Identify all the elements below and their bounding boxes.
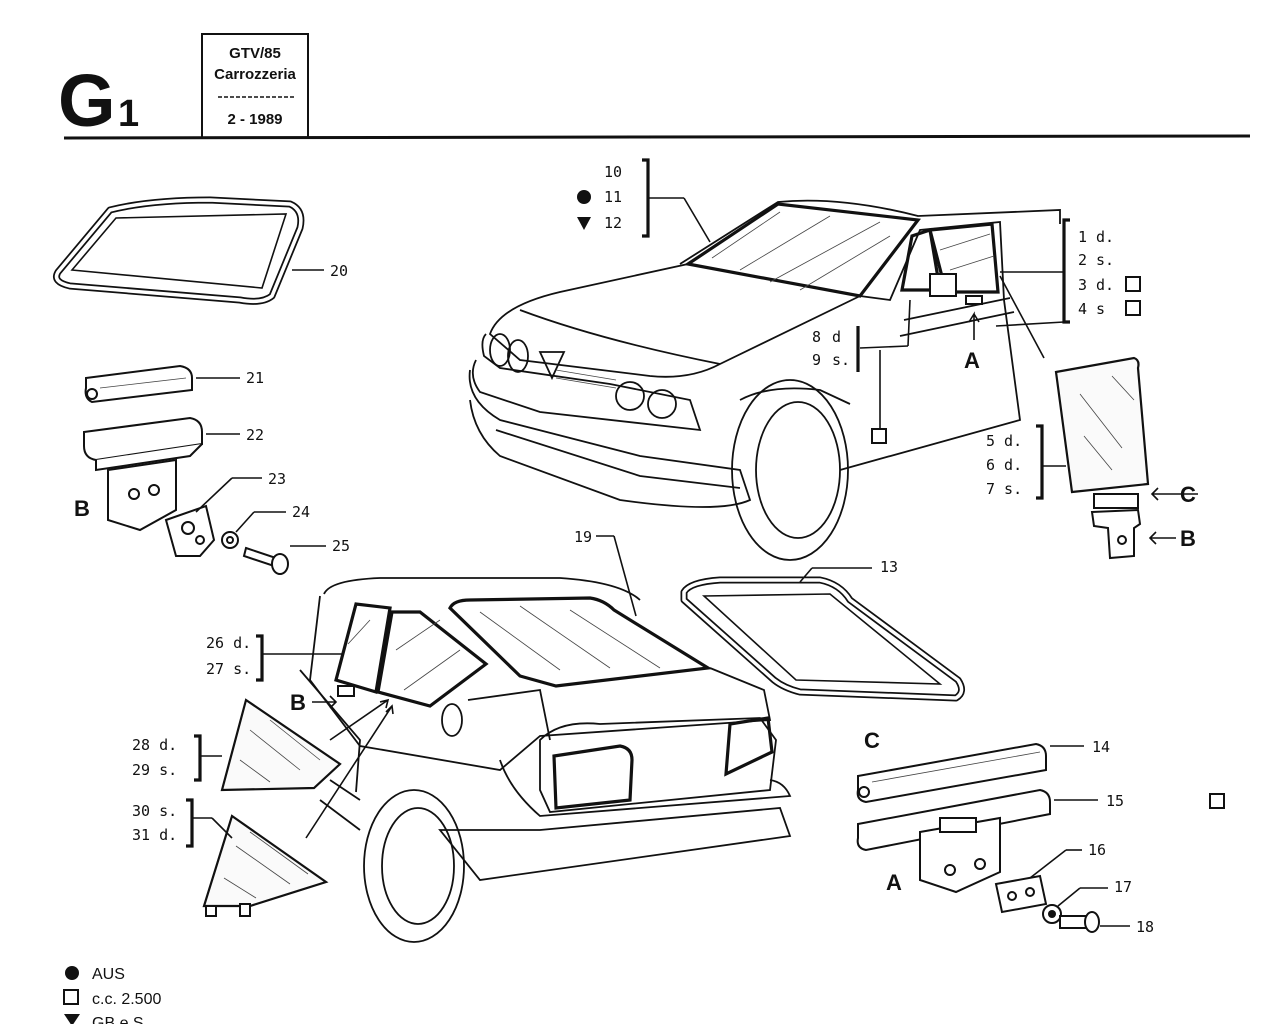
callout-26: 26 d. — [206, 634, 251, 652]
legend: AUS c.c. 2.500 GB e S — [63, 966, 161, 1024]
windscreen-seal-20: 20 — [53, 196, 348, 305]
ref-b-left: B — [74, 496, 90, 521]
callout-1-side: d. — [1096, 228, 1114, 246]
callout-28: 28 d. — [132, 736, 177, 754]
callout-16: 16 — [1088, 841, 1106, 859]
callout-9-side: s. — [832, 351, 850, 369]
cc-marker-8 — [871, 428, 887, 444]
callout-2-side: s. — [1096, 251, 1114, 269]
info-box — [201, 33, 309, 139]
legend-cc-text: c.c. 2.500 — [92, 991, 161, 1008]
callout-2: 2 — [1078, 251, 1087, 269]
date-label: 2 - 1989 — [227, 111, 282, 128]
ref-b-right: B — [1180, 526, 1196, 551]
aus-marker-11 — [577, 190, 591, 204]
legend-cc-symbol — [63, 989, 79, 1005]
legend-aus-symbol — [65, 966, 79, 980]
callout-22: 22 — [246, 426, 264, 444]
lower-channel-parts-14-18: C 14 15 A 16 17 18 — [856, 728, 1225, 936]
callout-24: 24 — [292, 503, 310, 521]
callout-31: 31 d. — [132, 826, 177, 844]
callout-9: 9 — [812, 351, 821, 369]
legend-gb-text: GB e S — [92, 1015, 144, 1024]
page-header: G 1 GTV/85 Carrozzeria 2 - 1989 — [58, 33, 1251, 142]
door-glass-5-7: 5 d. 6 d. 7 s. C B — [986, 356, 1198, 560]
rear-window-seal-13: 13 — [680, 558, 965, 702]
callout-30: 30 s. — [132, 802, 177, 820]
ref-c-right: C — [1180, 482, 1196, 507]
page-letter: G — [58, 59, 116, 142]
ref-c-lower: C — [864, 728, 880, 753]
callout-7: 7 s. — [986, 480, 1022, 498]
callout-12: 12 — [604, 214, 622, 232]
legend-gb-symbol — [64, 1014, 80, 1024]
model-label: GTV/85 — [229, 45, 281, 62]
callout-10: 10 — [604, 163, 622, 181]
callout-3: 3 — [1078, 276, 1087, 294]
callout-4: 4 — [1078, 300, 1087, 318]
callout-5: 5 d. — [986, 432, 1022, 450]
callout-4-side: s — [1096, 300, 1105, 318]
callout-1: 1 — [1078, 228, 1087, 246]
callout-27: 27 s. — [206, 660, 251, 678]
header-rule — [63, 134, 1251, 140]
section-label: Carrozzeria — [214, 66, 296, 83]
quarter-glass-28-31: 28 d. 29 s. 30 s. 31 d. — [132, 698, 342, 917]
gb-marker-12 — [577, 217, 591, 230]
callout-15: 15 — [1106, 792, 1124, 810]
ref-b-rear: B — [290, 690, 306, 715]
callout-23: 23 — [268, 470, 286, 488]
callout-14: 14 — [1092, 738, 1110, 756]
callout-13: 13 — [880, 558, 898, 576]
legend-aus-text: AUS — [92, 966, 125, 983]
callout-17: 17 — [1114, 878, 1132, 896]
callout-11: 11 — [604, 188, 622, 206]
callout-18: 18 — [1136, 918, 1154, 936]
front-car-illustration: 10 11 12 1 d. 2 s. 3 d. 4 s 8 d 9 s. A — [468, 158, 1141, 561]
callout-20: 20 — [330, 262, 348, 280]
page-number: 1 — [118, 93, 139, 135]
callout-25: 25 — [332, 537, 350, 555]
callout-29: 29 s. — [132, 761, 177, 779]
callout-8-side: d — [832, 328, 841, 346]
ref-a-front: A — [964, 348, 980, 373]
callout-6: 6 d. — [986, 456, 1022, 474]
callout-19: 19 — [574, 528, 592, 546]
callout-8: 8 — [812, 328, 821, 346]
cc-marker-4 — [1125, 300, 1141, 316]
ref-a-lower: A — [886, 870, 902, 895]
cc-marker-15 — [1209, 793, 1225, 809]
cc-marker-3 — [1125, 276, 1141, 292]
callout-21: 21 — [246, 369, 264, 387]
channel-parts-21-25: 21 22 B 23 24 25 — [74, 364, 350, 575]
callout-3-side: d. — [1096, 276, 1114, 294]
rear-car-illustration: 19 26 d. 27 s. B — [206, 528, 792, 943]
